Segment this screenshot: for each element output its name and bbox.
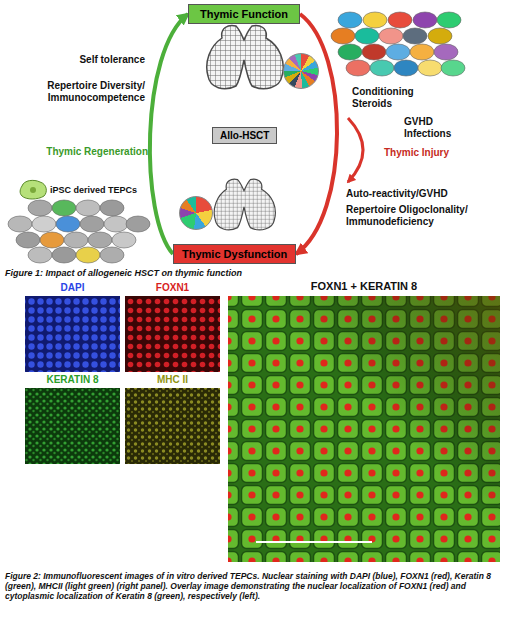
state-box: Thymic Function bbox=[188, 4, 300, 24]
t-cell bbox=[441, 60, 465, 76]
annotation-label: Auto-reactivity/GVHD bbox=[346, 188, 448, 200]
image-panel: MHC II bbox=[125, 388, 220, 464]
image-panel: FOXN1 bbox=[125, 296, 220, 372]
figure-caption: Figure 2: Immunofluorescent images of in… bbox=[5, 571, 515, 602]
t-cell-cluster bbox=[8, 200, 150, 263]
t-cell bbox=[413, 12, 437, 28]
box-label: Allo-HSCT bbox=[220, 130, 269, 141]
mhc2-image bbox=[125, 388, 220, 464]
repertoire-pie bbox=[283, 53, 319, 89]
t-cell bbox=[32, 216, 56, 232]
box-label: Thymic Function bbox=[200, 8, 288, 20]
t-cell bbox=[428, 28, 452, 44]
repertoire-pie bbox=[179, 196, 213, 230]
thymus-healthy bbox=[207, 26, 283, 89]
t-cell bbox=[56, 216, 80, 232]
t-cell bbox=[28, 200, 52, 216]
t-cell bbox=[338, 12, 362, 28]
t-cell bbox=[112, 232, 136, 248]
t-cell bbox=[394, 60, 418, 76]
image-panel: FOXN1 + KERATIN 8 bbox=[228, 296, 500, 562]
cycle-arrow bbox=[150, 14, 188, 254]
cycle-arrow bbox=[296, 14, 337, 254]
t-cell bbox=[16, 232, 40, 248]
thymus-injured bbox=[214, 179, 275, 230]
t-cell bbox=[88, 232, 112, 248]
t-cell bbox=[418, 60, 442, 76]
t-cell bbox=[100, 247, 124, 263]
keratin8-image bbox=[25, 388, 120, 464]
overlay-shade bbox=[228, 296, 500, 562]
t-cell bbox=[437, 12, 461, 28]
annotation-label: iPSC derived TEPCs bbox=[50, 185, 137, 196]
t-cell bbox=[52, 200, 76, 216]
panel-heading: FOXN1 bbox=[95, 282, 250, 293]
tepc-icon bbox=[20, 180, 46, 199]
t-cell bbox=[388, 12, 412, 28]
t-cell bbox=[363, 12, 387, 28]
box-label: Thymic Dysfunction bbox=[182, 248, 287, 260]
dapi-image bbox=[25, 296, 120, 372]
t-cell bbox=[434, 44, 458, 60]
t-cell bbox=[410, 44, 434, 60]
t-cell bbox=[355, 28, 379, 44]
scale-bar bbox=[256, 541, 372, 543]
injury-loop-arrow bbox=[348, 118, 363, 182]
center-box: Allo-HSCT bbox=[212, 127, 277, 144]
annotation-label: Self tolerance bbox=[79, 54, 145, 66]
state-box: Thymic Dysfunction bbox=[173, 244, 296, 264]
t-cell bbox=[403, 28, 427, 44]
t-cell bbox=[76, 247, 100, 263]
t-cell bbox=[76, 200, 100, 216]
t-cell bbox=[331, 28, 355, 44]
t-cell bbox=[104, 216, 128, 232]
annotation-label: Conditioning Steroids bbox=[352, 86, 432, 110]
annotation-label: Repertoire Diversity/ Immunocompetence bbox=[20, 80, 145, 104]
t-cell-cluster bbox=[331, 12, 465, 76]
figure-caption: Figure 1: Impact of allogeneic HSCT on t… bbox=[5, 268, 242, 279]
t-cell bbox=[362, 44, 386, 60]
t-cell bbox=[8, 216, 32, 232]
t-cell bbox=[338, 44, 362, 60]
t-cell bbox=[379, 28, 403, 44]
image-panel: DAPI bbox=[25, 296, 120, 372]
panel-heading: MHC II bbox=[95, 374, 250, 385]
t-cell bbox=[40, 232, 64, 248]
tepc-cell bbox=[20, 180, 46, 199]
annotation-label: GVHD Infections bbox=[404, 116, 464, 140]
t-cell bbox=[52, 247, 76, 263]
t-cell bbox=[370, 60, 394, 76]
edge-label: Thymic Regeneration bbox=[46, 146, 148, 158]
t-cell bbox=[126, 216, 150, 232]
image-panel: KERATIN 8 bbox=[25, 388, 120, 464]
t-cell bbox=[346, 60, 370, 76]
t-cell bbox=[386, 44, 410, 60]
edge-label: Thymic Injury bbox=[384, 147, 449, 159]
annotation-label: Repertoire Oligoclonality/ Immunodeficie… bbox=[346, 204, 496, 228]
t-cell bbox=[28, 247, 52, 263]
tepc-nucleus bbox=[30, 187, 36, 193]
overlay-image bbox=[228, 296, 500, 562]
panel-heading: DAPI bbox=[0, 282, 150, 293]
panel-heading: KERATIN 8 bbox=[0, 374, 150, 385]
t-cell bbox=[100, 200, 124, 216]
t-cell bbox=[80, 216, 104, 232]
t-cell bbox=[64, 232, 88, 248]
panel-heading: FOXN1 + KERATIN 8 bbox=[198, 280, 520, 292]
foxn1-image bbox=[125, 296, 220, 372]
